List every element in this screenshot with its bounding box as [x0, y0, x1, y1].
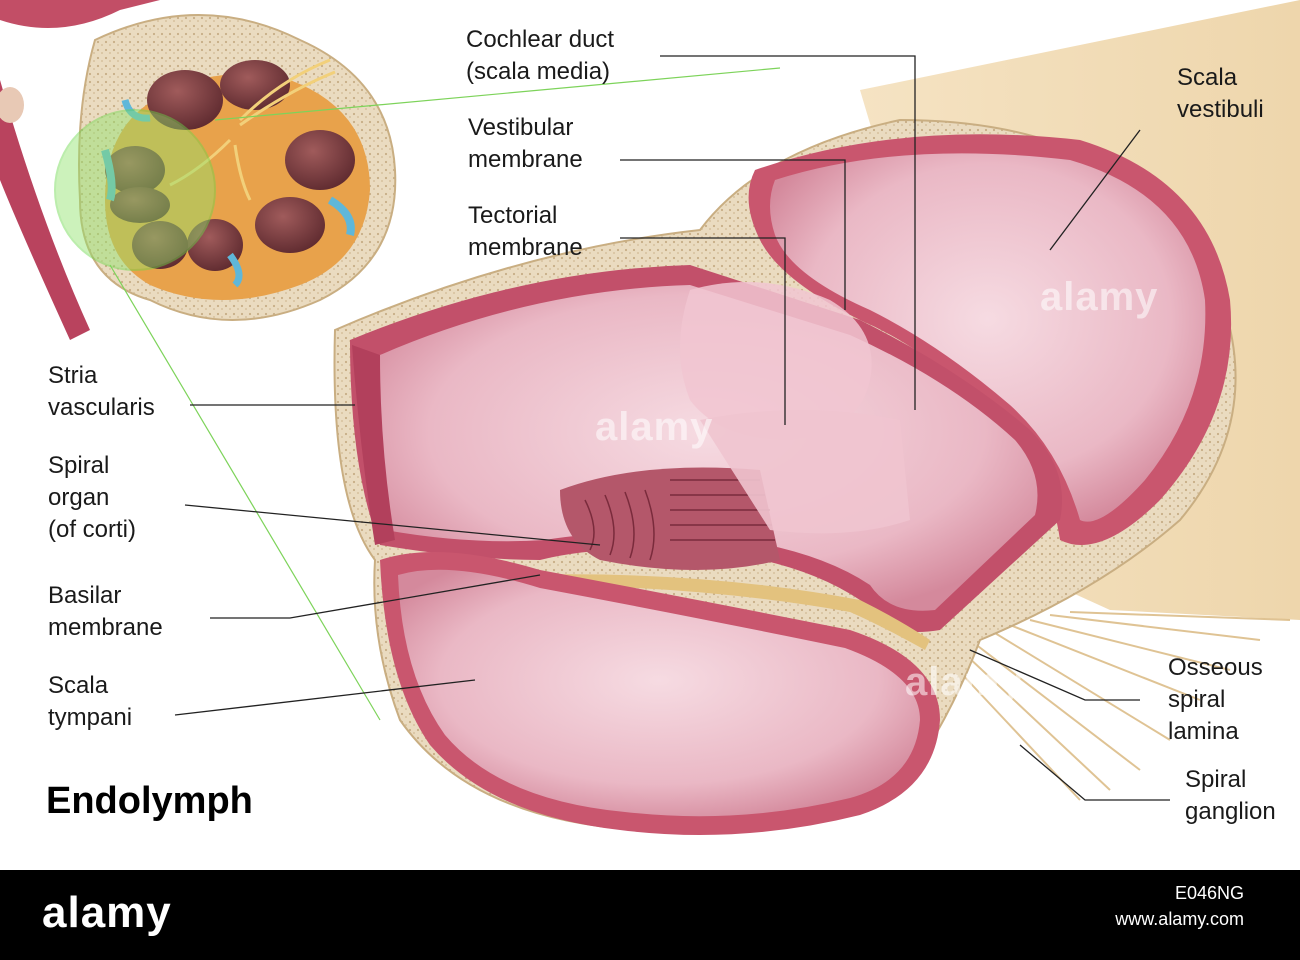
- label-osseous-spiral-lamina: Osseous spiral lamina: [1168, 654, 1263, 745]
- label-spiral-organ: Spiral organ (of corti): [48, 452, 137, 543]
- label-spiral-ganglion: Spiral ganglion: [1185, 766, 1276, 825]
- vessel-nodule: [0, 87, 24, 123]
- diagram-canvas: alamy alamy alamy Cochlear duct (scala m…: [0, 0, 1300, 835]
- stria-vascularis: [352, 345, 395, 545]
- label-cochlear-duct: Cochlear duct (scala media): [466, 26, 615, 85]
- nerve-fibers: [929, 611, 1291, 801]
- label-vestibular-membrane: Vestibular membrane: [468, 114, 583, 173]
- vessel-left: [0, 80, 90, 340]
- label-stria-vascularis: Stria vascularis: [48, 362, 155, 421]
- inset-cochlea: [54, 14, 397, 321]
- leader-lines: [174, 55, 1170, 801]
- inset-highlight-circle: [54, 109, 216, 271]
- watermark: alamy: [1040, 275, 1159, 319]
- organ-of-corti: [560, 410, 910, 570]
- cochlea-illustration: [0, 0, 1300, 835]
- label-scala-tympani: Scala tympani: [48, 672, 133, 731]
- label-tectorial-membrane: Tectorial membrane: [468, 202, 583, 261]
- footer-image-info: E046NG www.alamy.com: [1115, 880, 1244, 932]
- zoom-line-bottom: [109, 264, 381, 721]
- zoom-line-top: [214, 67, 781, 121]
- image-id: E046NG: [1174, 883, 1244, 903]
- vessel-top: [0, 0, 160, 28]
- tectorial-membrane: [680, 282, 872, 440]
- alamy-logo: alamy: [42, 888, 172, 937]
- label-scala-vestibuli: Scala vestibuli: [1177, 64, 1264, 123]
- watermark: alamy: [905, 660, 1024, 704]
- watermark: alamy: [595, 405, 714, 449]
- footer-url: www.alamy.com: [1115, 909, 1244, 929]
- stock-footer-bar: alamy E046NG www.alamy.com: [0, 870, 1300, 960]
- scala-vestibuli: [770, 153, 1206, 522]
- scala-tympani: [398, 569, 920, 817]
- diagram-title: Endolymph: [46, 780, 253, 822]
- label-basilar-membrane: Basilar membrane: [48, 582, 163, 641]
